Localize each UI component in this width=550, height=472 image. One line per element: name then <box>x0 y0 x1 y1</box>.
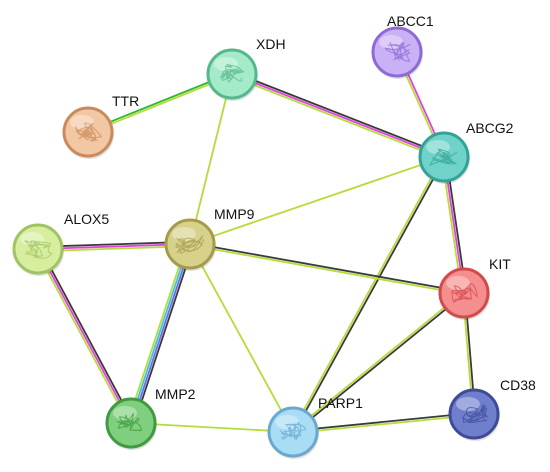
protein-structure-icon <box>75 122 103 142</box>
node-alox5[interactable]: ALOX5 <box>12 211 109 276</box>
node-circle[interactable] <box>12 223 64 275</box>
protein-structure-icon <box>429 148 458 167</box>
node-label: ALOX5 <box>64 211 109 227</box>
edge-line-lime <box>127 242 188 423</box>
edge-line-lime <box>130 422 294 433</box>
edges-layer <box>35 51 476 434</box>
edge-xdh-abcg2 <box>230 71 446 160</box>
node-highlight <box>172 227 196 241</box>
protein-structure-icon <box>461 404 489 424</box>
edge-line-lime <box>189 156 445 245</box>
node-label: MMP9 <box>214 206 255 222</box>
edge-line-lime <box>189 73 233 245</box>
edge-line-black <box>133 244 194 425</box>
edge-mmp9-kit <box>189 242 465 295</box>
edge-line-lime <box>189 244 464 295</box>
edge-line-black <box>39 247 134 423</box>
node-highlight <box>70 115 94 129</box>
node-mmp2[interactable]: MMP2 <box>105 386 196 450</box>
edge-abcg2-parp1 <box>291 156 446 433</box>
node-circle[interactable] <box>438 267 490 319</box>
node-label: CD38 <box>500 377 536 393</box>
edge-line-magenta <box>231 73 445 158</box>
edge-mmp9-mmp2 <box>127 242 194 425</box>
node-xdh[interactable]: XDH <box>206 36 286 101</box>
protein-structure-icon <box>115 412 142 432</box>
edge-line-black <box>232 71 446 156</box>
protein-structure-icon <box>279 421 307 441</box>
edge-line-lime <box>291 156 444 432</box>
node-highlight <box>446 276 470 290</box>
edge-alox5-mmp2 <box>35 247 134 425</box>
protein-structure-icon <box>219 64 245 83</box>
edge-line-black <box>293 293 466 434</box>
node-highlight <box>426 140 450 154</box>
edge-line-black <box>190 242 465 293</box>
node-label: PARP1 <box>318 395 363 411</box>
edge-line-lime <box>293 414 475 434</box>
node-ttr[interactable]: TTR <box>62 93 139 159</box>
edge-parp1-cd38 <box>292 412 475 434</box>
node-kit[interactable]: KIT <box>438 256 511 320</box>
protein-structure-icon <box>24 240 53 259</box>
node-label: ABCC1 <box>387 13 434 29</box>
protein-structure-icon <box>384 41 411 62</box>
node-label: ABCG2 <box>466 120 514 136</box>
edge-line-green <box>87 72 232 132</box>
edge-line-lime <box>291 291 464 432</box>
protein-structure-icon <box>175 235 205 255</box>
node-cd38[interactable]: CD38 <box>448 377 536 441</box>
node-mmp9[interactable]: MMP9 <box>164 206 255 271</box>
node-label: XDH <box>256 36 286 52</box>
node-abcg2[interactable]: ABCG2 <box>418 120 514 184</box>
edge-abcg2-mmp9 <box>189 156 445 245</box>
edge-mmp9-parp1 <box>189 243 294 433</box>
node-label: MMP2 <box>155 386 196 402</box>
node-circle[interactable] <box>164 218 216 270</box>
node-abcc1[interactable]: ABCC1 <box>371 13 434 79</box>
node-parp1[interactable]: PARP1 <box>267 395 363 459</box>
edge-line-cyan <box>129 243 190 423</box>
edge-line-lime <box>35 249 130 425</box>
node-label: TTR <box>112 93 139 109</box>
node-label: KIT <box>489 256 511 272</box>
edge-ttr-xdh <box>87 72 233 134</box>
edge-line-blue <box>131 244 192 424</box>
edge-xdh-mmp9 <box>189 73 233 245</box>
edge-line-lime <box>230 75 444 160</box>
edge-mmp2-parp1 <box>130 422 294 433</box>
edge-line-lime <box>189 243 294 433</box>
protein-structure-icon <box>451 282 478 304</box>
edge-line-black <box>292 412 474 432</box>
edge-kit-parp1 <box>291 291 466 434</box>
edge-line-lime <box>88 74 233 134</box>
edge-line-magenta <box>37 248 132 424</box>
edge-line-black <box>293 157 446 433</box>
